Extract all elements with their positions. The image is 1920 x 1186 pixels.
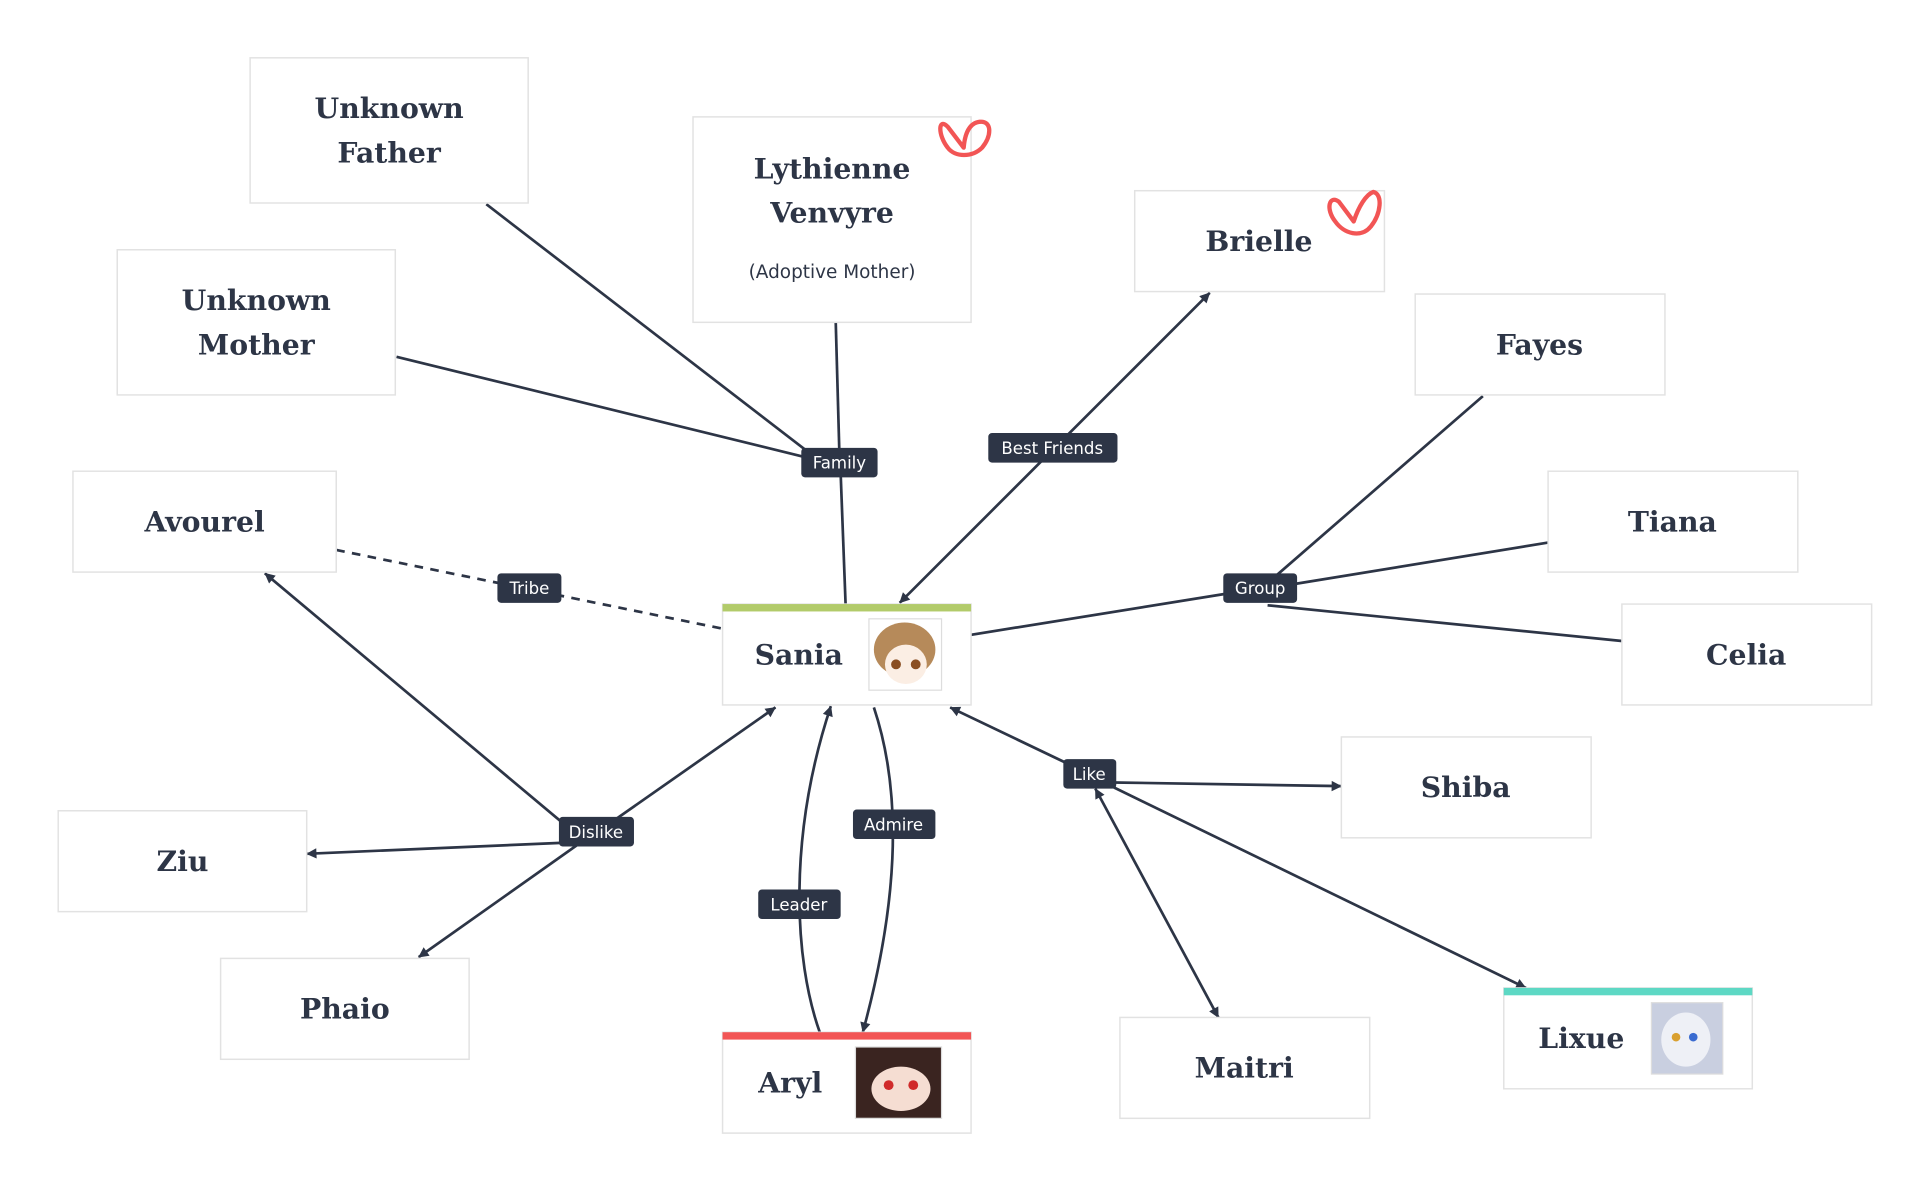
edge-label-text: Group bbox=[1235, 579, 1286, 598]
node-unknown-father[interactable]: Unknown Father bbox=[249, 57, 529, 204]
node-avourel[interactable]: Avourel bbox=[72, 470, 337, 573]
node-lixue[interactable]: Lixue bbox=[1503, 987, 1754, 1090]
edge-celia-group[interactable] bbox=[1267, 603, 1623, 643]
edge-dislike-ziu[interactable] bbox=[306, 841, 564, 859]
node-name: Lixue bbox=[1538, 1021, 1624, 1055]
node-name: Shiba bbox=[1421, 770, 1511, 804]
accent-bar bbox=[1503, 987, 1753, 996]
node-unknown-mother[interactable]: Unknown Mother bbox=[116, 249, 397, 396]
edge-label-group[interactable]: Group bbox=[1223, 573, 1298, 603]
node-lythienne-venvyre[interactable]: Lythienne Venvyre (Adoptive Mother) bbox=[692, 116, 992, 324]
edge-like-sania[interactable] bbox=[949, 706, 1067, 765]
edge-like-shiba[interactable] bbox=[1113, 780, 1342, 792]
heart-icon bbox=[938, 119, 992, 158]
edge-label-text: Leader bbox=[770, 895, 827, 914]
avatar bbox=[868, 618, 943, 691]
node-name: Phaio bbox=[300, 992, 390, 1026]
node-name: Avourel bbox=[143, 504, 265, 538]
node-name-line1: Lythienne bbox=[754, 151, 911, 185]
edge-like-lixue[interactable] bbox=[1113, 786, 1527, 990]
edge-label-text: Family bbox=[813, 454, 867, 473]
node-fayes[interactable]: Fayes bbox=[1414, 293, 1666, 396]
edge-sania-group[interactable] bbox=[970, 591, 1231, 637]
edge-label-text: Tribe bbox=[508, 579, 549, 598]
edge-dislike-phaio[interactable] bbox=[417, 842, 580, 959]
node-shiba[interactable]: Shiba bbox=[1340, 736, 1592, 839]
node-ziu[interactable]: Ziu bbox=[57, 810, 308, 913]
node-name: Brielle bbox=[1205, 224, 1312, 258]
node-name: Celia bbox=[1706, 637, 1786, 671]
accent-bar bbox=[722, 604, 972, 612]
edge-label-tribe[interactable]: Tribe bbox=[497, 573, 562, 603]
edge-father-family[interactable] bbox=[485, 203, 814, 457]
node-subtitle: (Adoptive Mother) bbox=[749, 262, 916, 283]
node-maitri[interactable]: Maitri bbox=[1119, 1016, 1371, 1120]
node-sania[interactable]: Sania bbox=[721, 603, 972, 706]
node-name-line2: Venvyre bbox=[769, 196, 894, 230]
node-tiana[interactable]: Tiana bbox=[1547, 470, 1799, 573]
edge-tiana-group[interactable] bbox=[1291, 541, 1549, 586]
edge-dislike-avourel[interactable] bbox=[264, 572, 563, 823]
edge-dislike-sania[interactable] bbox=[614, 706, 777, 821]
heart-icon bbox=[1327, 189, 1382, 236]
node-name: Aryl bbox=[757, 1065, 822, 1099]
accent-bar bbox=[722, 1032, 972, 1040]
edge-lythienne-family[interactable] bbox=[834, 322, 841, 456]
edge-label-text: Dislike bbox=[569, 823, 623, 842]
node-name: Tiana bbox=[1628, 504, 1717, 538]
edge-mother-family[interactable] bbox=[396, 355, 813, 461]
node-brielle[interactable]: Brielle bbox=[1133, 189, 1386, 293]
edge-leader[interactable] bbox=[798, 705, 833, 1033]
edge-fayes-group[interactable] bbox=[1276, 395, 1484, 576]
node-phaio[interactable]: Phaio bbox=[219, 957, 470, 1061]
edge-admire[interactable] bbox=[860, 706, 895, 1033]
node-name-line1: Unknown bbox=[315, 91, 464, 125]
edge-label-text: Like bbox=[1073, 765, 1106, 784]
edge-like-maitri[interactable] bbox=[1094, 787, 1220, 1019]
node-name-line2: Father bbox=[337, 135, 441, 169]
node-celia[interactable]: Celia bbox=[1621, 603, 1873, 706]
node-name-line1: Unknown bbox=[182, 283, 331, 317]
edge-label-leader[interactable]: Leader bbox=[758, 889, 841, 920]
edge-label-text: Admire bbox=[864, 815, 923, 834]
node-name: Sania bbox=[755, 637, 843, 671]
edge-label-text: Best Friends bbox=[1001, 439, 1103, 458]
node-aryl[interactable]: Aryl bbox=[721, 1031, 972, 1134]
node-name: Ziu bbox=[156, 844, 208, 878]
node-name-line2: Mother bbox=[198, 327, 316, 361]
edge-label-dislike[interactable]: Dislike bbox=[558, 816, 634, 847]
edge-family-sania[interactable] bbox=[839, 473, 847, 605]
edge-label-admire[interactable]: Admire bbox=[852, 809, 936, 840]
edge-label-family[interactable]: Family bbox=[801, 447, 878, 478]
node-name: Fayes bbox=[1496, 327, 1583, 361]
edge-label-like[interactable]: Like bbox=[1063, 759, 1117, 789]
avatar bbox=[1650, 1002, 1724, 1075]
node-name: Maitri bbox=[1195, 1051, 1294, 1085]
avatar bbox=[854, 1046, 943, 1119]
edge-label-best-friends[interactable]: Best Friends bbox=[988, 433, 1118, 463]
